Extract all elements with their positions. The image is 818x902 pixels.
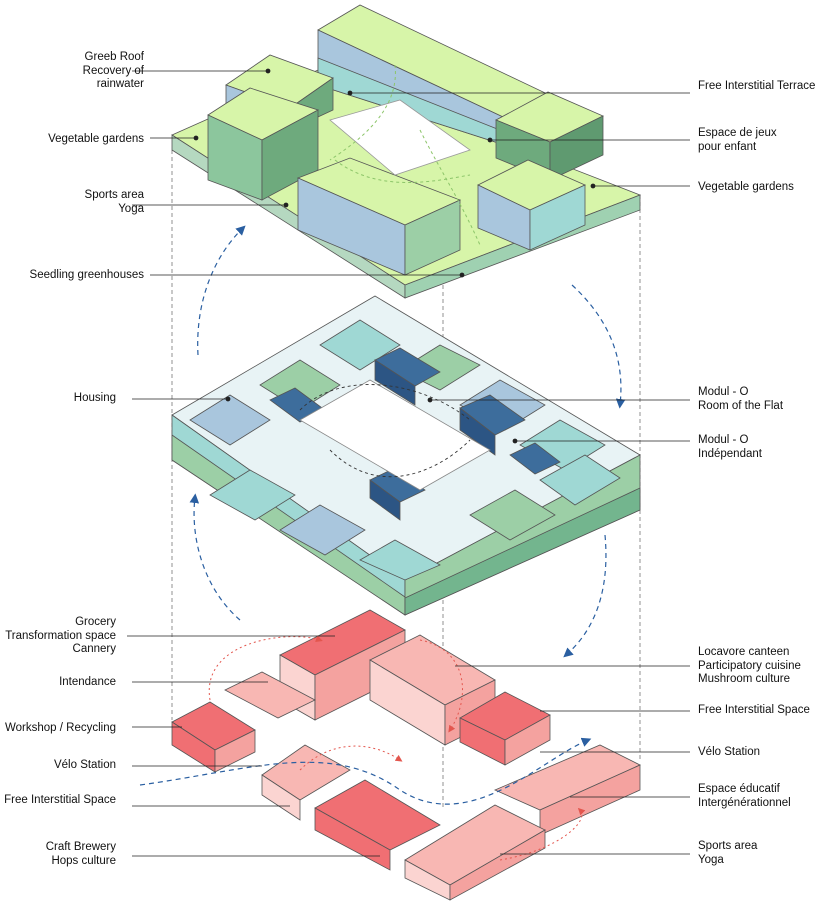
label-velo-station-right: Vélo Station <box>698 746 760 760</box>
label-line: Room of the Flat <box>698 399 784 412</box>
label-craft-brewery: Craft Brewery Hops culture <box>46 841 116 868</box>
label-modul-o-independant: Modul - O Indépendant <box>698 434 762 461</box>
label-line: pour enfant <box>698 140 757 153</box>
label-line: Free Interstitial Space <box>4 794 116 806</box>
label-locavore-canteen: Locavore canteen Participatory cuisine M… <box>698 646 801 687</box>
label-line: Participatory cuisine <box>698 659 801 672</box>
label-sports-area-bottom: Sports area Yoga <box>698 840 757 867</box>
label-line: Modul - O <box>698 386 749 398</box>
layer-flow-arrows <box>189 225 626 658</box>
label-line: Vegetable gardens <box>48 133 144 145</box>
label-line: Intergénérationnel <box>698 796 791 809</box>
ground-layer <box>171 609 641 901</box>
label-housing: Housing <box>74 392 116 406</box>
label-line: Intendance <box>59 676 116 688</box>
label-grocery: Grocery Transformation space Cannery <box>5 616 116 657</box>
label-line: Modul - O <box>698 434 749 446</box>
label-line: Yoga <box>118 202 144 215</box>
housing-courtyard <box>299 379 491 491</box>
label-free-space-left: Free Interstitial Space <box>4 794 116 808</box>
label-line: Hops culture <box>51 854 116 867</box>
label-line: Cannery <box>72 643 116 655</box>
intendance-block <box>224 671 316 719</box>
label-line: Espace de jeux <box>698 127 777 139</box>
label-line: Vegetable gardens <box>698 181 794 193</box>
label-line: Yoga <box>698 853 724 866</box>
label-green-roof: Greeb Roof Recovery of rainwater <box>83 51 144 92</box>
roof-layer <box>171 4 642 299</box>
label-line: Indépendant <box>698 447 762 460</box>
label-line: Free Interstitial Space <box>698 704 810 716</box>
label-vegetable-gardens-right: Vegetable gardens <box>698 181 794 195</box>
leader-lines <box>127 68 690 857</box>
label-velo-station-left: Vélo Station <box>54 759 116 773</box>
label-intendance: Intendance <box>59 676 116 690</box>
label-espace-jeux: Espace de jeux pour enfant <box>698 127 777 154</box>
label-line: Recovery of <box>82 64 144 77</box>
roof-circulation-arrows <box>329 64 481 246</box>
label-line: Grocery <box>75 616 116 628</box>
label-seedling-greenhouses: Seedling greenhouses <box>30 269 144 283</box>
label-line: Espace éducatif <box>698 783 780 795</box>
label-line: Craft Brewery <box>45 841 116 853</box>
housing-layer <box>171 295 641 616</box>
label-free-space-right: Free Interstitial Space <box>698 704 810 718</box>
label-line: Greeb Roof <box>84 51 144 63</box>
label-line: Housing <box>73 392 116 404</box>
label-espace-educatif: Espace éducatif Intergénérationnel <box>698 783 791 810</box>
label-line: Mushroom culture <box>698 673 791 685</box>
label-line: Workshop / Recycling <box>5 722 116 734</box>
label-free-interstitial-terrace: Free Interstitial Terrace <box>698 80 815 94</box>
label-sports-area-top: Sports area Yoga <box>85 189 144 216</box>
housing-circulation-arrows <box>299 384 471 478</box>
label-line: Vélo Station <box>698 746 761 758</box>
housing-units <box>189 319 621 581</box>
roof-courtyard <box>329 99 471 176</box>
label-vegetable-gardens-left: Vegetable gardens <box>48 133 144 147</box>
label-line: Locavore canteen <box>698 646 790 658</box>
label-line: Transformation space <box>5 629 116 642</box>
label-line: Sports area <box>84 189 144 201</box>
label-modul-o-room: Modul - O Room of the Flat <box>698 386 783 413</box>
label-line: Free Interstitial Terrace <box>698 80 816 92</box>
label-line: Seedling greenhouses <box>29 269 144 281</box>
ground-circulation-arrows <box>139 635 592 861</box>
label-line: rainwater <box>96 78 144 90</box>
label-line: Vélo Station <box>53 759 116 771</box>
label-line: Sports area <box>698 840 758 852</box>
label-workshop: Workshop / Recycling <box>5 722 116 736</box>
